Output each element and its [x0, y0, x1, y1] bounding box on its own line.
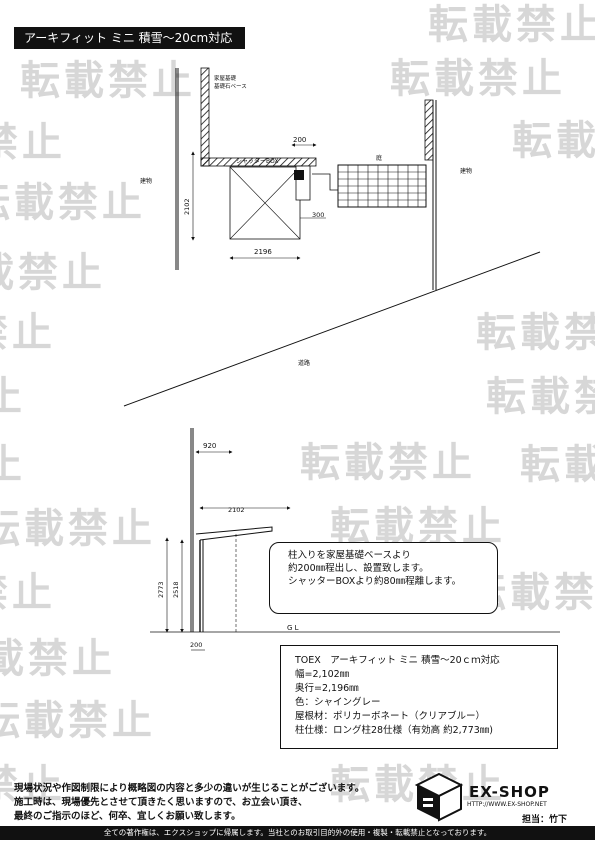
gl-label: G L	[287, 624, 299, 632]
dim-200-label: 200	[293, 136, 306, 144]
installation-note: 柱入りを家屋基礎ベースより 約200㎜程出し、設置致します。 シャッターBOXよ…	[269, 542, 498, 614]
spec-line: 屋根材：ポリカーボネート（クリアブルー）	[295, 711, 486, 722]
spec-line: 色：シャイングレー	[295, 697, 381, 708]
ex-shop-logo-icon	[414, 772, 464, 822]
building-right-label: 建物	[460, 167, 472, 175]
copyright-footer: 全ての著作権は、エクスショップに帰属します。当社とのお取引目的外の使用・複製・転…	[0, 826, 595, 840]
brand-url[interactable]: HTTP://WWW.EX-SHOP.NET	[467, 801, 547, 808]
base-label-2: 基礎石ベース	[214, 82, 247, 90]
spec-line: 幅=2,102㎜	[295, 669, 350, 680]
road-edge-line	[123, 251, 541, 407]
shutter-box-label: シャッターBOX	[236, 157, 278, 165]
product-spec-box: TOEX アーキフィット ミニ 積雪～20ｃｍ対応 幅=2,102㎜ 奥行=2,…	[280, 645, 558, 749]
disclaimer-text: 現場状況や作図制限により概略図の内容と多少の違いが生じることがございます。 施工…	[14, 782, 364, 824]
dim-300-label: 300	[312, 211, 324, 219]
elevation-view: 920 2102 2773 2518 G L 200	[150, 428, 560, 651]
spec-line: 奥行=2,196㎜	[295, 683, 359, 694]
dim-2102-elev-label: 2102	[228, 506, 245, 514]
note-line: 約200㎜程出し、設置致します。	[288, 563, 429, 574]
building-left-label: 建物	[140, 177, 152, 185]
note-line: 柱入りを家屋基礎ベースより	[288, 550, 411, 561]
dim-2196-label: 2196	[254, 248, 272, 256]
dim-2102-label: 2102	[183, 198, 191, 215]
disclaimer-line: 最終のご指示のほど、何卒、宜しくお願い致します。	[14, 811, 241, 822]
spec-line: 柱仕様：ロング柱28仕様（有効高 約2,773㎜)	[295, 725, 494, 736]
garden-grid	[337, 164, 427, 208]
road-label: 道路	[298, 359, 310, 367]
house-base-hatch-left	[200, 67, 210, 167]
page-title: アーキフィット ミニ 積雪～20cm対応	[14, 27, 245, 49]
spec-line: TOEX アーキフィット ミニ 積雪～20ｃｍ対応	[295, 655, 500, 666]
dim-2773-label: 2773	[157, 581, 165, 598]
dim-200-elev-label: 200	[190, 641, 202, 649]
dim-2518-label: 2518	[172, 581, 180, 598]
disclaimer-line: 現場状況や作図制限により概略図の内容と多少の違いが生じることがございます。	[14, 783, 365, 794]
dim-920-label: 920	[203, 442, 216, 450]
garden-label: 庭	[376, 154, 382, 162]
carport-roof	[195, 526, 273, 541]
house-base-hatch-right	[424, 99, 434, 161]
post-marker	[294, 170, 304, 180]
carport-footprint	[229, 166, 301, 240]
staff-label: 担当：竹下	[522, 815, 568, 825]
note-line: シャッターBOXより約80㎜程離します。	[288, 576, 462, 587]
base-label-1: 家屋基礎	[214, 74, 237, 82]
disclaimer-line: 施工時は、現場優先とさせて頂きたく思いますので、お立会い頂き、	[14, 797, 308, 808]
brand-name: EX-SHOP	[469, 783, 550, 801]
plan-view: シャッターBOX 庭 家屋基礎 基礎石ベース 建物 建物 200	[123, 67, 541, 407]
